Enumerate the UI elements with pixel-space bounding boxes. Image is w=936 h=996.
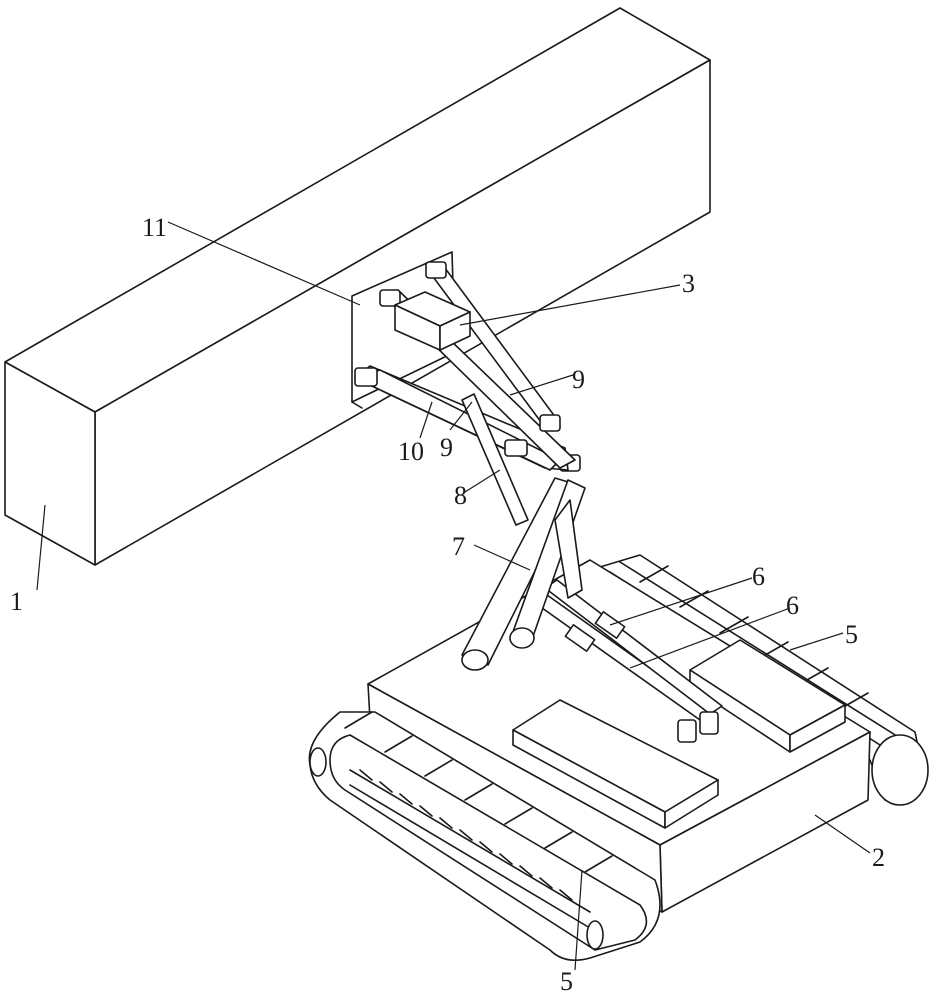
label-upper-cylinder-a: 9 (572, 365, 585, 394)
beam (5, 8, 710, 565)
upper-arm (355, 366, 568, 470)
label-body: 2 (872, 843, 885, 872)
label-beam: 1 (10, 587, 23, 616)
label-lower-cylinder-a: 6 (752, 562, 765, 591)
label-lower-cylinder-b: 6 (786, 591, 799, 620)
label-upper-cylinder-b: 9 (440, 433, 453, 462)
label-track-top: 5 (845, 620, 858, 649)
label-middle-cylinder: 8 (454, 481, 467, 510)
label-track-bottom: 5 (560, 967, 573, 996)
label-mount-plate: 11 (142, 213, 167, 242)
label-clamp-block: 3 (682, 269, 695, 298)
label-upper-arm: 10 (398, 437, 424, 466)
label-lower-arm: 7 (452, 532, 465, 561)
